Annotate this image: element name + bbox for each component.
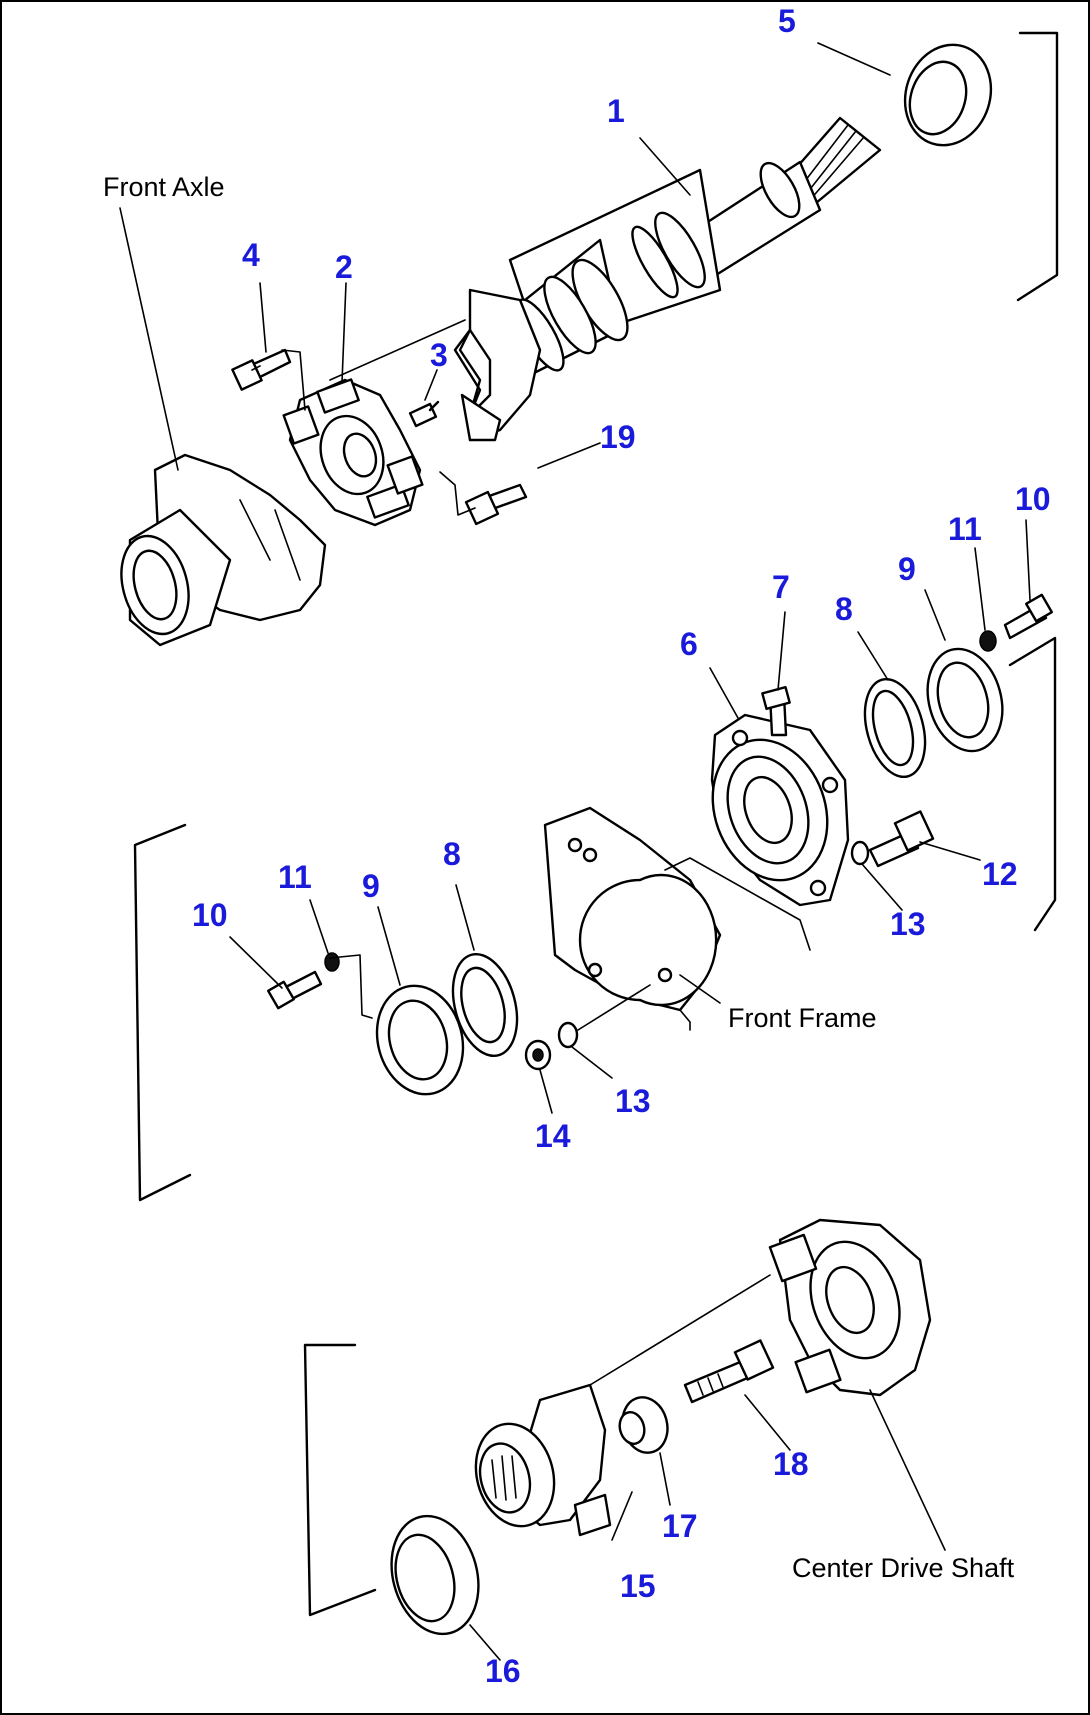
- callout-10-lower: 10: [192, 897, 228, 933]
- callout-11-lower: 11: [278, 859, 312, 895]
- callout-3: 3: [430, 337, 448, 373]
- ring-part-9-lower: [375, 984, 465, 1096]
- brackets: [133, 31, 1059, 1617]
- callout-7: 7: [772, 569, 790, 605]
- callout-13-lower: 13: [615, 1083, 651, 1119]
- callout-17: 17: [662, 1508, 698, 1544]
- bearing-housing-part-6: [710, 713, 850, 907]
- bolt-part-12: [868, 810, 935, 868]
- center-drive-shaft-label: Center Drive Shaft: [792, 1553, 1015, 1583]
- callout-4: 4: [242, 237, 260, 273]
- washer-part-13-upper: [850, 840, 870, 866]
- front-axle-label: Front Axle: [103, 172, 225, 202]
- grease-fitting-part-3: [408, 400, 440, 428]
- seal-part-8-lower: [451, 952, 519, 1058]
- bolt-part-7: [761, 685, 791, 737]
- drive-shaft-part-1: [453, 116, 882, 442]
- bolt-part-10-lower: [267, 970, 323, 1010]
- callout-16: 16: [485, 1653, 521, 1689]
- callouts: 5 1 4 2 3 19 10 11 9 7 8 6 12 13 11 8 9 …: [192, 3, 1051, 1689]
- yoke-part-15: [474, 1383, 612, 1537]
- callout-18: 18: [773, 1446, 809, 1482]
- center-drive-shaft-coupling: [768, 1218, 932, 1397]
- callout-13-upper: 13: [890, 906, 926, 942]
- front-axle-housing: [120, 453, 327, 647]
- washer-part-11-lower: [324, 952, 340, 972]
- bolt-part-10-upper: [1003, 593, 1053, 640]
- bolt-part-18: [683, 1339, 775, 1404]
- callout-5: 5: [778, 3, 796, 39]
- callout-12: 12: [982, 856, 1018, 892]
- callout-1: 1: [607, 93, 625, 129]
- nut-part-14: [524, 1039, 552, 1071]
- front-frame-plate: [543, 806, 722, 1012]
- seal-ring-part-16: [390, 1514, 480, 1636]
- callout-8-upper: 8: [835, 591, 853, 627]
- washer-part-17: [618, 1396, 669, 1454]
- callout-8-lower: 8: [443, 836, 461, 872]
- bolt-part-19: [464, 483, 528, 526]
- callout-19: 19: [600, 419, 636, 455]
- callout-14: 14: [535, 1118, 571, 1154]
- washer-part-11-upper: [979, 630, 997, 652]
- leader-lines: [119, 42, 1031, 1661]
- ring-part-9-upper: [926, 647, 1004, 753]
- cross-joint-part-2: [282, 378, 424, 527]
- seal-ring-part-5: [903, 43, 993, 147]
- seal-part-8-upper: [863, 677, 927, 779]
- callout-11-upper: 11: [948, 511, 982, 547]
- callout-6: 6: [680, 626, 698, 662]
- callout-2: 2: [335, 249, 353, 285]
- callout-9-upper: 9: [898, 551, 916, 587]
- callout-10-upper: 10: [1015, 481, 1051, 517]
- front-frame-label: Front Frame: [728, 1003, 877, 1033]
- callout-9-lower: 9: [362, 868, 380, 904]
- bolt-part-4: [231, 348, 292, 391]
- callout-15: 15: [620, 1568, 656, 1604]
- washer-part-13-lower: [557, 1021, 579, 1049]
- assembly-lines: [281, 319, 811, 1386]
